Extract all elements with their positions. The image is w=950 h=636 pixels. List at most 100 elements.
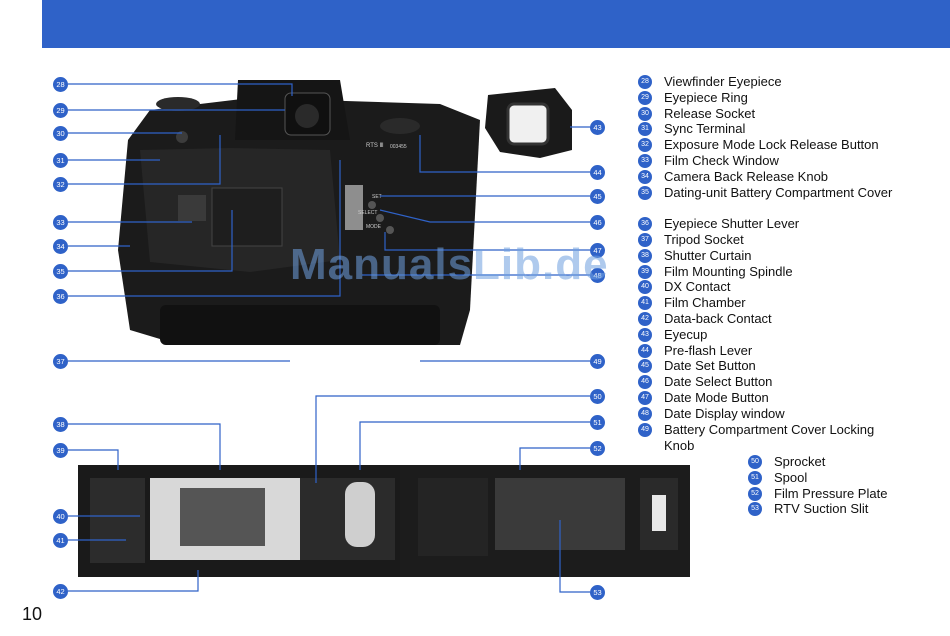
legend-number: 53 [748, 502, 762, 517]
callout-46: 46 [590, 215, 605, 230]
legend-item: 31 Sync Terminal [638, 121, 938, 137]
legend-item: 32 Exposure Mode Lock Release Button [638, 137, 938, 153]
legend-number: 45 [638, 359, 652, 374]
legend-number: 31 [638, 122, 652, 137]
legend-label: Date Select Button [664, 374, 773, 390]
legend-item: 52 Film Pressure Plate [748, 486, 938, 502]
select-mark: SELECT [358, 210, 377, 216]
legend-label: Sprocket [774, 454, 826, 469]
callout-37: 37 [53, 354, 68, 369]
legend-number: 36 [638, 217, 652, 232]
callout-40: 40 [53, 509, 68, 524]
legend-label: Film Pressure Plate [774, 485, 888, 501]
callout-48: 48 [590, 268, 605, 283]
legend-item: 49 Battery Compartment Cover Locking Knob [638, 422, 938, 454]
callout-49: 49 [590, 354, 605, 369]
legend-item: 35 Dating-unit Battery Compartment Cover [638, 185, 938, 217]
legend-item: 30 Release Socket [638, 106, 938, 122]
callout-43: 43 [590, 120, 605, 135]
mode-mark: MODE [366, 224, 382, 230]
legend-number: 47 [638, 390, 652, 405]
legend-label: Camera Back Release Knob [664, 168, 829, 184]
callout-30: 30 [53, 126, 68, 141]
legend-label: Release Socket [664, 105, 756, 121]
legend-number: 39 [638, 264, 652, 279]
watermark: ManualsLib.de [290, 240, 609, 289]
legend-label: Sync Terminal [664, 121, 746, 137]
legend-item: 46 Date Select Button [638, 374, 938, 390]
callout-51: 51 [590, 415, 605, 430]
legend-item: 42 Data-back Contact [638, 311, 938, 327]
legend-number: 48 [638, 406, 652, 421]
legend-label: Spool [774, 469, 808, 485]
serial-mark: 003455 [390, 144, 407, 150]
legend-item: 44 Pre-flash Lever [638, 343, 938, 359]
callout-41: 41 [53, 533, 68, 548]
header-banner [42, 0, 950, 48]
legend-item: 50 Sprocket [748, 454, 938, 470]
legend-item: 51 Spool [748, 470, 938, 486]
callout-44: 44 [590, 165, 605, 180]
legend-item: 47 Date Mode Button [638, 390, 938, 406]
callout-47: 47 [590, 243, 605, 258]
callout-29: 29 [53, 103, 68, 118]
legend-number: 30 [638, 106, 652, 121]
legend-number: 50 [748, 455, 762, 469]
legend-label: Shutter Curtain [664, 247, 752, 263]
legend-label: Film Mounting Spindle [664, 263, 793, 279]
callout-45: 45 [590, 189, 605, 204]
camera-back-view: RTS Ⅲ 003455 SET SELECT MODE [118, 80, 480, 345]
legend-label: DX Contact [664, 279, 731, 295]
legend-label: Exposure Mode Lock Release Button [664, 137, 879, 153]
legend-label: Date Display window [664, 405, 785, 421]
eyecup-illustration [485, 88, 572, 158]
legend-number: 52 [748, 486, 762, 501]
model-mark: RTS Ⅲ [366, 143, 384, 149]
callout-39: 39 [53, 443, 68, 458]
legend-number: 49 [638, 422, 652, 437]
legend-item: 39 Film Mounting Spindle [638, 264, 938, 280]
legend-label: Pre-flash Lever [664, 342, 753, 358]
callout-53: 53 [590, 585, 605, 600]
callout-33: 33 [53, 215, 68, 230]
legend-number: 32 [638, 138, 652, 153]
legend-label: Film Chamber [664, 295, 746, 311]
legend-label: Data-back Contact [664, 310, 772, 326]
legend-label: Dating-unit Battery Compartment Cover [664, 184, 893, 200]
page-number: 10 [22, 604, 43, 624]
legend-number: 42 [638, 311, 652, 326]
legend-label: Eyecup [664, 326, 708, 342]
legend-item: 45 Date Set Button [638, 358, 938, 374]
legend-label: Film Check Window [664, 152, 779, 168]
callout-38: 38 [53, 417, 68, 432]
legend-number: 44 [638, 343, 652, 358]
set-mark: SET [372, 194, 382, 200]
callout-28: 28 [53, 77, 68, 92]
parts-legend-secondary: 50 Sprocket 51 Spool 52 Film Pressure Plate… [748, 454, 938, 517]
callout-52: 52 [590, 441, 605, 456]
legend-label: Date Mode Button [664, 389, 769, 405]
legend-item: 53 RTV Suction Slit [748, 501, 938, 517]
legend-number: 46 [638, 375, 652, 390]
legend-number: 28 [638, 75, 652, 89]
legend-label: Battery Compartment Cover Locking Knob [664, 421, 875, 453]
legend-number: 29 [638, 90, 652, 105]
legend-label: Date Set Button [664, 358, 756, 374]
legend-label: Tripod Socket [664, 231, 744, 247]
callout-50: 50 [590, 389, 605, 404]
legend-number: 35 [638, 185, 652, 200]
legend-label: RTV Suction Slit [774, 501, 869, 517]
callout-42: 42 [53, 584, 68, 599]
legend-number: 51 [748, 470, 762, 485]
callout-34: 34 [53, 239, 68, 254]
